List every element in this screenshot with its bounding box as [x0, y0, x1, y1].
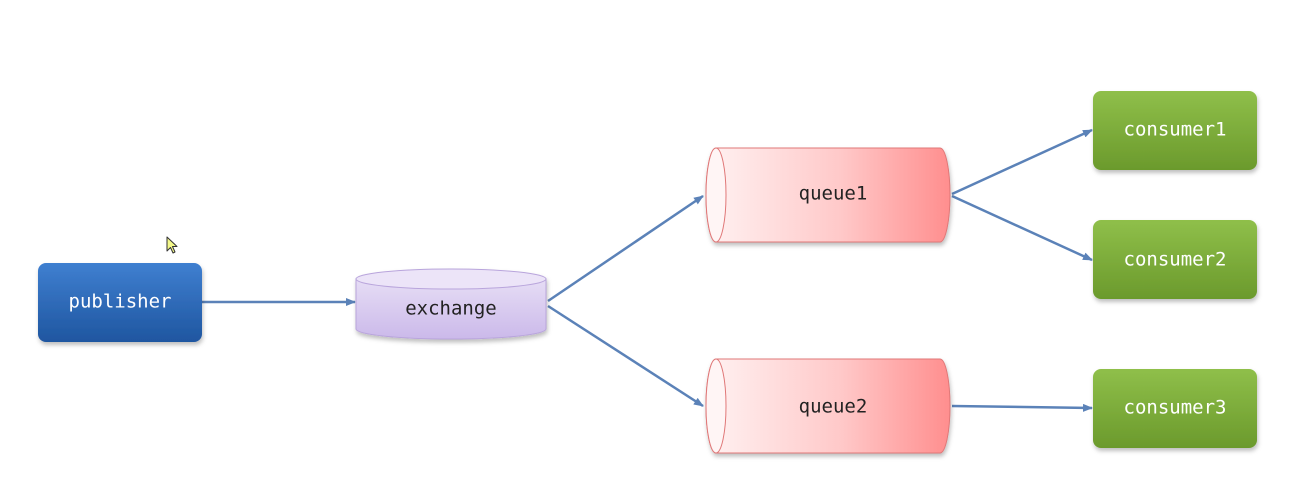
queue2-label: queue2	[799, 396, 868, 418]
exchange-label: exchange	[405, 298, 497, 320]
consumer3-label: consumer3	[1124, 397, 1227, 419]
publisher-label: publisher	[69, 291, 172, 313]
edge-queue1-consumer1	[951, 128, 1093, 196]
consumer1-label: consumer1	[1124, 119, 1227, 141]
edge-queue1-consumer2	[951, 194, 1093, 262]
exchange-node: exchange	[355, 268, 547, 340]
edges	[202, 128, 1093, 412]
publisher-node: publisher	[38, 263, 202, 342]
consumer1-node: consumer1	[1093, 91, 1257, 170]
consumer3-node: consumer3	[1093, 369, 1257, 448]
edge-queue2-consumer3	[951, 403, 1093, 412]
queue1-node: queue1	[705, 147, 951, 243]
edge-exchange-queue1	[547, 194, 704, 303]
consumer2-node: consumer2	[1093, 220, 1257, 299]
queue1-label: queue1	[799, 183, 868, 205]
consumer2-label: consumer2	[1124, 249, 1227, 271]
queue2-node: queue2	[705, 358, 951, 454]
mouse-pointer-icon	[166, 236, 178, 254]
edge-exchange-queue2	[547, 304, 704, 408]
